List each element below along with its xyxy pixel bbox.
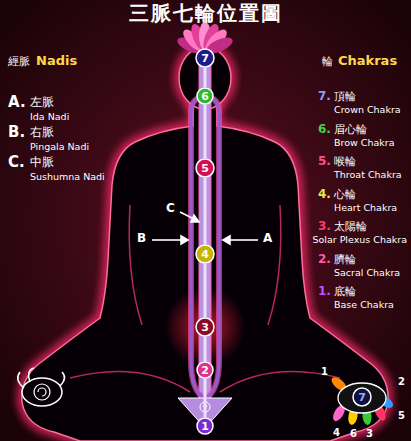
pointer-head [191,215,199,222]
section-heading: Chakras [338,54,397,69]
circle-shape [197,88,213,104]
callout-number: 3 [366,428,373,440]
chakra-circle: 3 [195,317,215,337]
chakra-number: 1 [201,421,209,432]
circle-shape [196,49,214,67]
callout-letter: C [166,202,175,216]
chakra-name: Crown Chakra [334,105,401,116]
chakra-number: 4 [201,249,209,260]
chakra-name: 眉心輪 [334,124,367,137]
circle-shape [196,159,214,177]
chakra-circle: 7 [352,387,372,407]
circle-shape [353,388,371,406]
item-number: 3. [318,220,331,234]
callout-number: 1 [321,366,328,378]
callout-number: 2 [398,376,405,388]
callout-number: 4 [333,427,340,439]
section-heading: Nadis [36,54,77,69]
chakra-circle: 2 [196,361,214,379]
item-number: 5. [318,155,331,169]
item-number: 7. [318,90,331,104]
channel-segment [204,105,207,158]
item-letter: A. [8,94,26,111]
item-letter: B. [8,124,25,141]
chakra-number: 2 [201,365,209,376]
chakra-number: 5 [201,163,209,174]
chakra-name: Throat Chakra [334,170,402,181]
nadi-name: Sushumna Nadi [30,172,105,183]
diagram-title: 三脈七輪位置圖 [0,2,411,25]
chakra-name: Heart Chakra [334,203,397,214]
chakra-circle: 4 [195,244,215,264]
pointer-line [229,239,258,241]
chakra-name: 頂輪 [334,91,356,104]
callout-number: 5 [398,410,405,422]
pointer-head [223,236,230,244]
chakra-number: 3 [201,322,209,333]
circle-shape [196,318,214,336]
channel-segment [204,379,207,417]
body-silhouette [22,106,388,441]
nadi-name: 左脈 [30,96,54,110]
chakra-number: 7 [358,392,366,403]
hand-palm [22,378,62,406]
hand-fingers [18,368,65,388]
chakra-name: 太陽輪 [334,221,367,234]
item-number: 6. [318,123,331,137]
circle-shape [197,362,213,378]
nadi-name: 中脈 [30,156,54,170]
channel-segment [204,178,207,244]
channel-segment [204,337,207,361]
chakra-number: 7 [201,53,209,64]
nadi-name: 右脈 [30,126,54,140]
chakra-name: Base Chakra [334,300,394,311]
pointer-line [152,239,182,241]
mudra-swirl [38,388,46,396]
section-heading: 經脈 [8,56,30,69]
mudra-circle [34,384,50,400]
chakra-name: Sacral Chakra [334,268,400,279]
item-number: 4. [318,188,331,202]
chakra-circle: 6 [196,87,214,105]
item-number: 2. [318,253,331,267]
hand-palm [338,383,386,413]
callout-letter: A [263,232,272,246]
chakra-circle: 5 [195,158,215,178]
arm-line [268,205,281,325]
chakra-number: 6 [201,91,209,102]
chakra-name: 喉輪 [334,156,356,169]
circle-shape [197,418,213,434]
nadi-name: Ida Nadi [30,112,69,123]
right-hand [329,375,395,426]
chakra-circle: 7 [195,48,215,68]
chakra-name: Solar Plexus Chakra [312,235,407,246]
arm-line [129,205,142,325]
body-glow [22,106,388,441]
channel-segment [204,264,207,317]
head-silhouette [179,47,231,109]
left-hand-mudra [18,368,65,406]
item-letter: C. [8,154,25,171]
chakra-name: 心輪 [334,189,356,202]
pointer-head [181,236,188,244]
leg-line [70,372,190,392]
circle-shape [196,245,214,263]
chakra-name: 臍輪 [334,254,356,267]
chakra-name: Brow Chakra [334,138,395,149]
channel-segment [204,68,207,87]
nadi-name: Pingala Nadi [30,142,89,153]
chakra-circle: 1 [196,417,214,435]
chakra-name: 底輪 [334,286,356,299]
section-heading: 輪 [322,56,333,69]
head-glow [179,47,231,109]
callout-number: 6 [350,428,357,440]
callout-letter: B [137,232,146,246]
item-number: 1. [318,285,331,299]
